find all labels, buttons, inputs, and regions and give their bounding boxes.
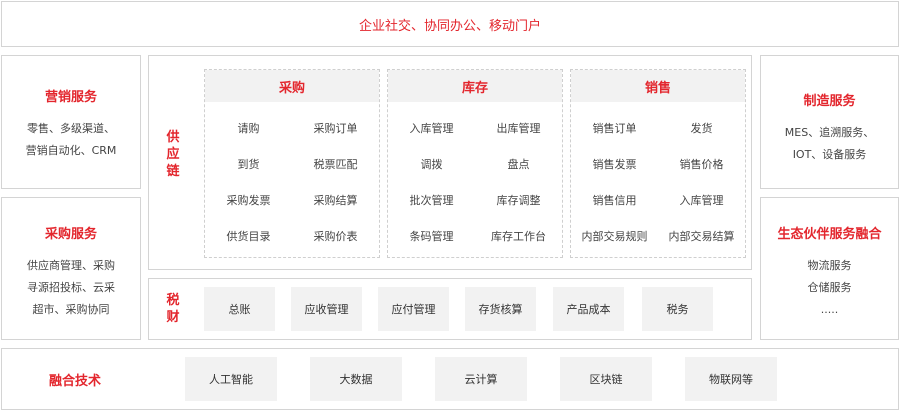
module-inventory-title: 库存	[388, 70, 562, 102]
ecosystem-services-desc: 物流服务 仓储服务 .....	[761, 255, 898, 321]
top-banner: 企业社交、协同办公、移动门户	[1, 1, 899, 47]
manufacturing-services-panel: 制造服务 MES、追溯服务、 IOT、设备服务	[760, 55, 899, 189]
procurement-services-title: 采购服务	[44, 227, 97, 242]
module-sales-items: 销售订单 发货 销售发票 销售价格 销售信用 入库管理 内部交易规则 内部交易结…	[571, 102, 745, 254]
tech-item-ai[interactable]: 人工智能	[185, 357, 277, 401]
module-item[interactable]: 入库管理	[679, 194, 724, 207]
ecosystem-services-title: 生态伙伴服务融合	[777, 227, 882, 242]
ecosystem-services-line: 物流服务	[807, 259, 852, 272]
tax-finance-label-char: 财	[166, 310, 180, 325]
tax-item-inventory-accounting[interactable]: 存货核算	[465, 287, 536, 331]
procurement-services-line: 超市、采购协同	[32, 303, 110, 316]
ecosystem-services-line: .....	[820, 303, 839, 316]
module-purchase-title: 采购	[205, 70, 379, 102]
module-item[interactable]: 入库管理	[409, 122, 454, 135]
tech-item-big-data[interactable]: 大数据	[310, 357, 402, 401]
module-inventory-items: 入库管理 出库管理 调拨 盘点 批次管理 库存调整 条码管理 库存工作台	[388, 102, 562, 254]
procurement-services-line: 供应商管理、采购	[27, 259, 115, 272]
module-item[interactable]: 内部交易结算	[668, 230, 735, 243]
module-item[interactable]: 采购价表	[313, 230, 358, 243]
module-item[interactable]: 销售订单	[592, 122, 637, 135]
tax-finance-label: 税 财	[165, 292, 181, 326]
tax-item-receivables[interactable]: 应收管理	[291, 287, 362, 331]
supply-chain-label: 供 应 链	[165, 129, 181, 180]
supply-chain-label-char: 链	[166, 164, 180, 179]
module-item[interactable]: 到货	[237, 158, 260, 171]
module-item[interactable]: 库存工作台	[491, 230, 546, 243]
module-item[interactable]: 内部交易规则	[581, 230, 648, 243]
module-inventory: 库存 入库管理 出库管理 调拨 盘点 批次管理 库存调整 条码管理 库存工作台	[387, 69, 563, 258]
tech-item-iot[interactable]: 物联网等	[685, 357, 777, 401]
tech-item-cloud[interactable]: 云计算	[435, 357, 527, 401]
tax-item-product-cost[interactable]: 产品成本	[553, 287, 624, 331]
supply-chain-label-char: 应	[166, 147, 180, 162]
procurement-services-panel: 采购服务 供应商管理、采购 寻源招投标、云采 超市、采购协同	[1, 197, 141, 340]
module-item[interactable]: 采购发票	[226, 194, 271, 207]
tax-item-taxation[interactable]: 税务	[642, 287, 713, 331]
marketing-services-desc: 零售、多级渠道、 营销自动化、CRM	[2, 118, 140, 162]
supply-chain-label-char: 供	[166, 130, 180, 145]
module-sales: 销售 销售订单 发货 销售发票 销售价格 销售信用 入库管理 内部交易规则 内部…	[570, 69, 746, 258]
top-banner-text: 企业社交、协同办公、移动门户	[358, 18, 541, 34]
manufacturing-services-title: 制造服务	[803, 94, 856, 109]
module-item[interactable]: 条码管理	[409, 230, 454, 243]
procurement-services-desc: 供应商管理、采购 寻源招投标、云采 超市、采购协同	[2, 255, 140, 321]
module-sales-title: 销售	[571, 70, 745, 102]
ecosystem-services-line: 仓储服务	[807, 281, 852, 294]
module-item[interactable]: 供货目录	[226, 230, 271, 243]
module-item[interactable]: 采购结算	[313, 194, 358, 207]
module-item[interactable]: 库存调整	[496, 194, 541, 207]
module-item[interactable]: 调拨	[420, 158, 443, 171]
ecosystem-services-panel: 生态伙伴服务融合 物流服务 仓储服务 .....	[760, 197, 899, 340]
tech-item-blockchain[interactable]: 区块链	[560, 357, 652, 401]
marketing-services-panel: 营销服务 零售、多级渠道、 营销自动化、CRM	[1, 55, 141, 189]
tax-finance-section: 税 财 总账 应收管理 应付管理 存货核算 产品成本 税务	[148, 278, 752, 340]
module-item[interactable]: 盘点	[507, 158, 530, 171]
tech-section: 融合技术 人工智能 大数据 云计算 区块链 物联网等	[1, 348, 899, 410]
manufacturing-services-desc: MES、追溯服务、 IOT、设备服务	[761, 122, 898, 166]
module-item[interactable]: 税票匹配	[313, 158, 358, 171]
module-item[interactable]: 发货	[690, 122, 713, 135]
module-item[interactable]: 批次管理	[409, 194, 454, 207]
module-item[interactable]: 请购	[237, 122, 260, 135]
module-purchase-items: 请购 采购订单 到货 税票匹配 采购发票 采购结算 供货目录 采购价表	[205, 102, 379, 254]
module-item[interactable]: 销售信用	[592, 194, 637, 207]
procurement-services-line: 寻源招投标、云采	[27, 281, 115, 294]
module-item[interactable]: 采购订单	[313, 122, 358, 135]
module-purchase: 采购 请购 采购订单 到货 税票匹配 采购发票 采购结算 供货目录 采购价表	[204, 69, 380, 258]
tax-item-payables[interactable]: 应付管理	[378, 287, 449, 331]
manufacturing-services-line: MES、追溯服务、	[784, 126, 875, 139]
manufacturing-services-line: IOT、设备服务	[792, 148, 867, 161]
supply-chain-section: 供 应 链 采购 请购 采购订单 到货 税票匹配 采购发票 采购结算 供货目录 …	[148, 55, 752, 270]
tech-label: 融合技术	[48, 373, 101, 389]
module-item[interactable]: 销售发票	[592, 158, 637, 171]
module-item[interactable]: 销售价格	[679, 158, 724, 171]
tax-item-general-ledger[interactable]: 总账	[204, 287, 275, 331]
marketing-services-line: 零售、多级渠道、	[27, 122, 115, 135]
tax-finance-label-char: 税	[166, 293, 180, 308]
marketing-services-title: 营销服务	[44, 90, 97, 105]
marketing-services-line: 营销自动化、CRM	[25, 144, 117, 157]
module-item[interactable]: 出库管理	[496, 122, 541, 135]
